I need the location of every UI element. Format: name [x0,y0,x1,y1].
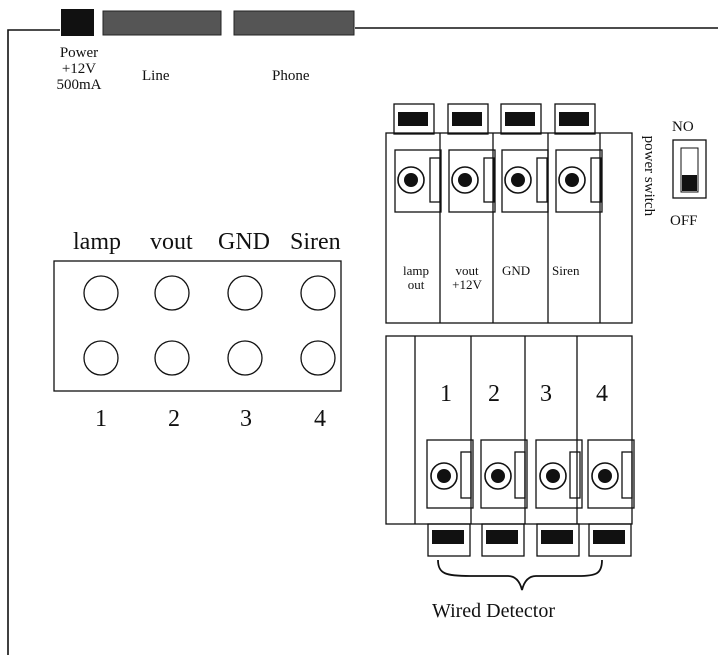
detector-number: 3 [540,381,552,407]
screw-side-tab [460,451,472,499]
screw-ring [484,462,512,490]
screw-housing [426,439,474,509]
screw-housing [535,439,583,509]
output-label-gnd: GND [502,263,531,278]
screw-housing [501,149,549,213]
screw-housing [480,439,528,509]
power-label-line: Power [59,45,99,61]
terminal-hole [154,340,190,376]
screw-side-tab [514,451,526,499]
screw-head [437,469,451,483]
screw-housing [394,149,442,213]
clamp-housing [427,523,471,557]
screw-ring [558,166,586,194]
screw-side-tab [590,157,602,203]
screw-head [511,173,525,187]
clamp-housing [447,103,489,135]
screw-housing [448,149,496,213]
panel-number: 3 [240,406,252,432]
detector-number: 2 [488,381,500,407]
line-label: Line [142,68,170,84]
panel-number: 1 [95,406,107,432]
screw-ring [451,166,479,194]
clamp-housing [536,523,580,557]
screw-head [404,173,418,187]
screw-side-tab [429,157,441,203]
detector-number: 4 [596,381,608,407]
panel-label-siren: Siren [290,229,341,255]
detector-number: 1 [440,381,452,407]
power-switch-title: power switch [640,135,657,217]
output-label-line: out [407,276,425,292]
wired-detector-caption: Wired Detector [432,600,556,622]
power-switch-body [672,139,707,199]
power-label-line: +12V [61,60,97,77]
output-block [385,132,633,324]
screw-head [491,469,505,483]
screw-ring [504,166,532,194]
panel-number: 2 [168,406,180,432]
terminal-hole [83,275,119,311]
power-switch-knob [682,175,697,191]
terminal-hole [300,275,336,311]
terminal-hole [227,275,263,311]
clamp-plug [505,112,535,126]
power-jack [61,9,94,36]
output-label-vout: vout +12V [444,264,490,291]
panel-label-vout: vout [150,229,193,255]
power-label: Power +12V 500mA [50,45,108,93]
screw-housing [555,149,603,213]
output-label-line: +12V [452,276,482,292]
terminal-hole [154,275,190,311]
clamp-plug [452,112,482,126]
panel-label-gnd: GND [218,229,270,255]
line-jack [102,10,222,36]
screw-ring [539,462,567,490]
clamp-housing [393,103,435,135]
clamp-housing [588,523,632,557]
screw-ring [430,462,458,490]
screw-housing [587,439,635,509]
screw-side-tab [483,157,495,203]
switch-on-label: NO [672,119,694,135]
phone-jack [233,10,355,36]
screw-head [458,173,472,187]
phone-label: Phone [272,68,310,84]
power-label-line: 500mA [56,76,102,93]
power-switch-slot [680,147,699,193]
panel-label-lamp: lamp [73,229,121,255]
clamp-plug [593,530,625,544]
output-label-siren: Siren [552,263,580,278]
detector-brace [437,559,603,591]
screw-side-tab [621,451,633,499]
output-label-lamp: lamp out [394,264,438,291]
clamp-plug [398,112,428,126]
clamp-housing [481,523,525,557]
clamp-plug [541,530,573,544]
screw-head [546,469,560,483]
screw-side-tab [569,451,581,499]
screw-side-tab [536,157,548,203]
output-label-line: lamp [403,263,429,278]
screw-ring [397,166,425,194]
terminal-panel [53,260,342,392]
clamp-housing [554,103,596,135]
detector-block [385,335,633,525]
terminal-hole [227,340,263,376]
clamp-plug [559,112,589,126]
clamp-plug [432,530,464,544]
screw-head [565,173,579,187]
terminal-hole [83,340,119,376]
clamp-plug [486,530,518,544]
panel-number: 4 [314,406,326,432]
terminal-hole [300,340,336,376]
enclosure-border [7,27,718,655]
output-label-line: vout [455,263,479,278]
screw-head [598,469,612,483]
clamp-housing [500,103,542,135]
switch-off-label: OFF [670,213,698,229]
screw-ring [591,462,619,490]
